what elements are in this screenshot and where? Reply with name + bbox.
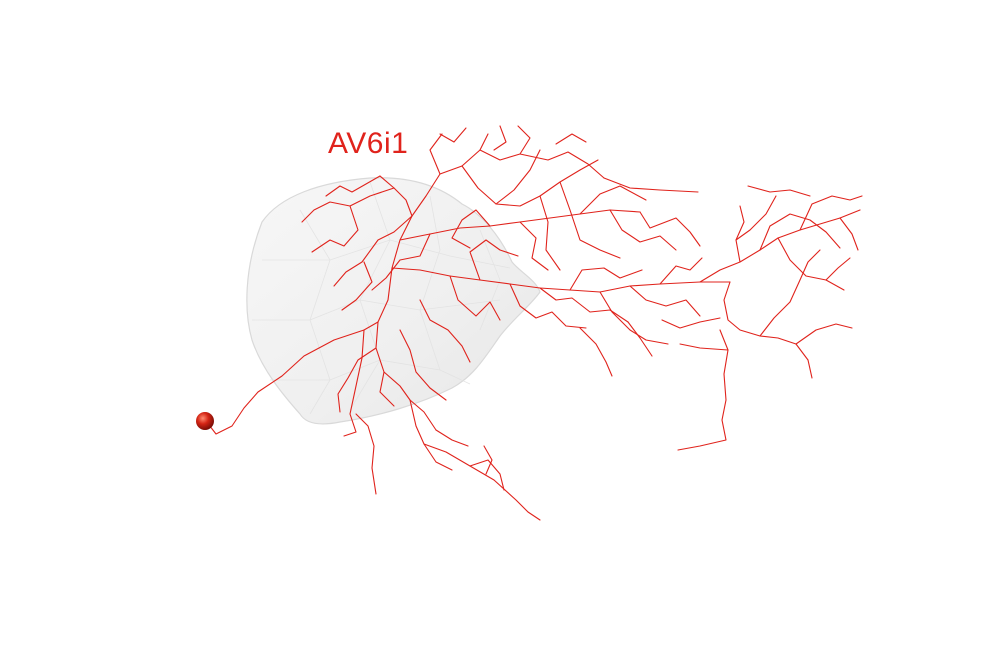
- neuropil-body: [246, 177, 541, 425]
- neuropil-mesh: [246, 177, 541, 425]
- neuron-skeleton: [205, 125, 863, 521]
- neuron-label: AV6i1: [328, 127, 409, 160]
- soma-sphere: [196, 412, 214, 430]
